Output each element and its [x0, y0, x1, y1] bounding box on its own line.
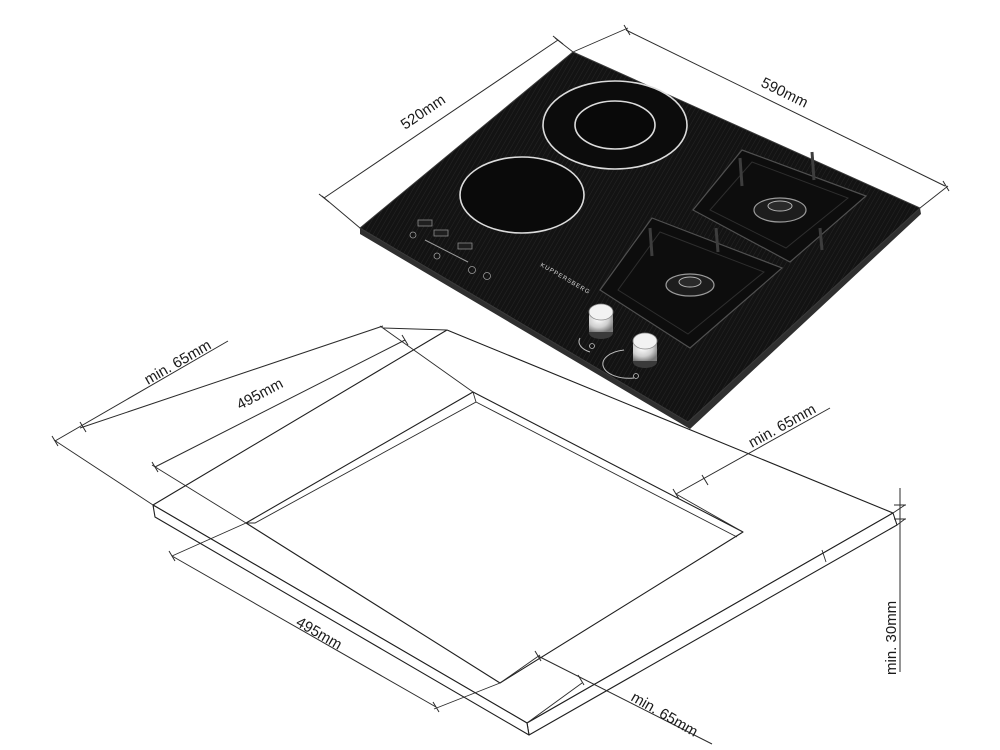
knob-front[interactable] — [602, 332, 658, 379]
cutout-inner-depth — [246, 391, 477, 524]
hob: KUPPERSBERG — [359, 51, 921, 429]
electric-zone-back — [542, 80, 688, 170]
gas-burner-front — [599, 217, 784, 349]
hob-width-label: 590mm — [758, 74, 810, 111]
knob-back[interactable] — [578, 303, 614, 353]
countertop-left-face — [152, 504, 530, 736]
gas-burner-back — [692, 149, 868, 263]
dimension-thickness: min. 30mm — [883, 488, 906, 675]
touch-control-panel — [409, 219, 491, 280]
margin-front-label: min. 65mm — [628, 689, 701, 741]
hob-depth-label: 520mm — [398, 91, 449, 133]
countertop — [152, 329, 898, 736]
cutout-depth-label: 495mm — [234, 375, 286, 413]
margin-left-label: min. 65mm — [142, 337, 215, 389]
margin-back-label: min. 65mm — [746, 401, 819, 452]
thickness-label: min. 30mm — [883, 601, 900, 675]
countertop-seam — [821, 549, 827, 563]
electric-zone-front — [459, 156, 585, 234]
